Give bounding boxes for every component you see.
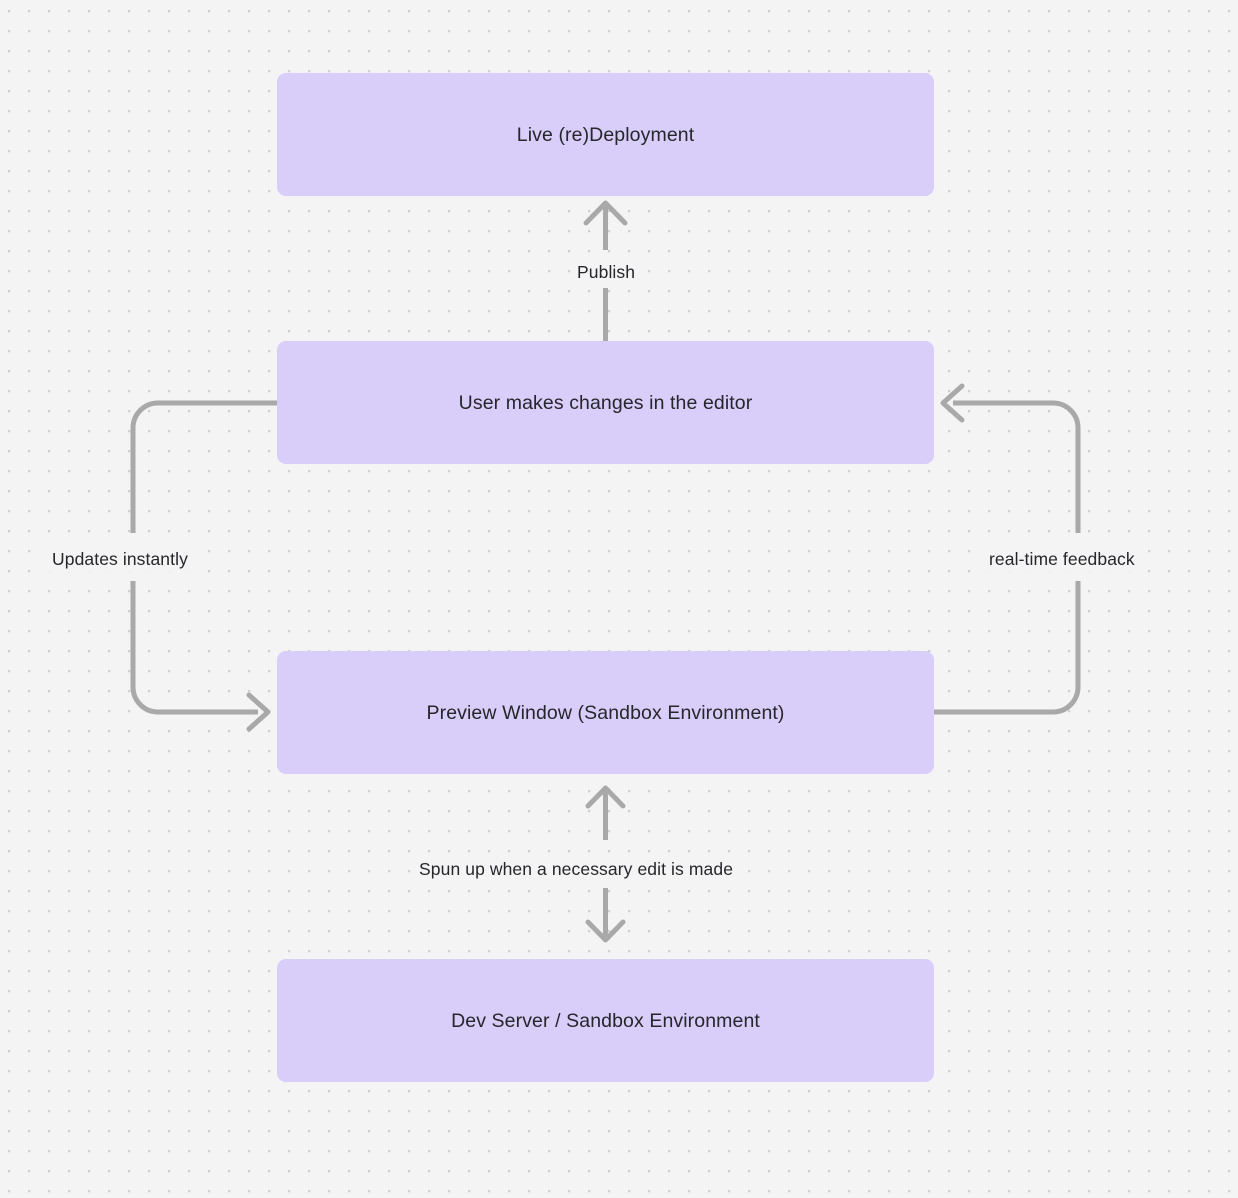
edge-spun-arrowhead-up xyxy=(585,785,626,809)
edge-spun-arrowhead-down xyxy=(585,919,626,943)
edge-realtime-arrowhead xyxy=(940,383,965,423)
node-preview-window-label: Preview Window (Sandbox Environment) xyxy=(426,701,785,724)
edge-label-spun-up: Spun up when a necessary edit is made xyxy=(413,856,740,882)
node-dev-server[interactable]: Dev Server / Sandbox Environment xyxy=(277,959,934,1082)
edge-publish-arrowhead xyxy=(583,200,628,226)
edge-label-real-time-feedback: real-time feedback xyxy=(983,546,1141,572)
edge-label-publish: Publish xyxy=(571,259,642,285)
edge-updates-line-upper xyxy=(130,400,277,533)
node-live-redeployment-label: Live (re)Deployment xyxy=(516,123,695,146)
node-dev-server-label: Dev Server / Sandbox Environment xyxy=(451,1009,760,1032)
edge-updates-line-lower xyxy=(130,581,258,715)
edge-label-updates-instantly: Updates instantly xyxy=(46,546,194,572)
edge-realtime-line-lower xyxy=(934,581,1081,715)
node-live-redeployment[interactable]: Live (re)Deployment xyxy=(277,73,934,196)
node-user-makes-changes[interactable]: User makes changes in the editor xyxy=(277,341,934,464)
node-preview-window[interactable]: Preview Window (Sandbox Environment) xyxy=(277,651,934,774)
edge-updates-arrowhead xyxy=(246,692,271,732)
edge-realtime-line-upper xyxy=(953,400,1081,533)
node-user-makes-changes-label: User makes changes in the editor xyxy=(458,391,753,414)
